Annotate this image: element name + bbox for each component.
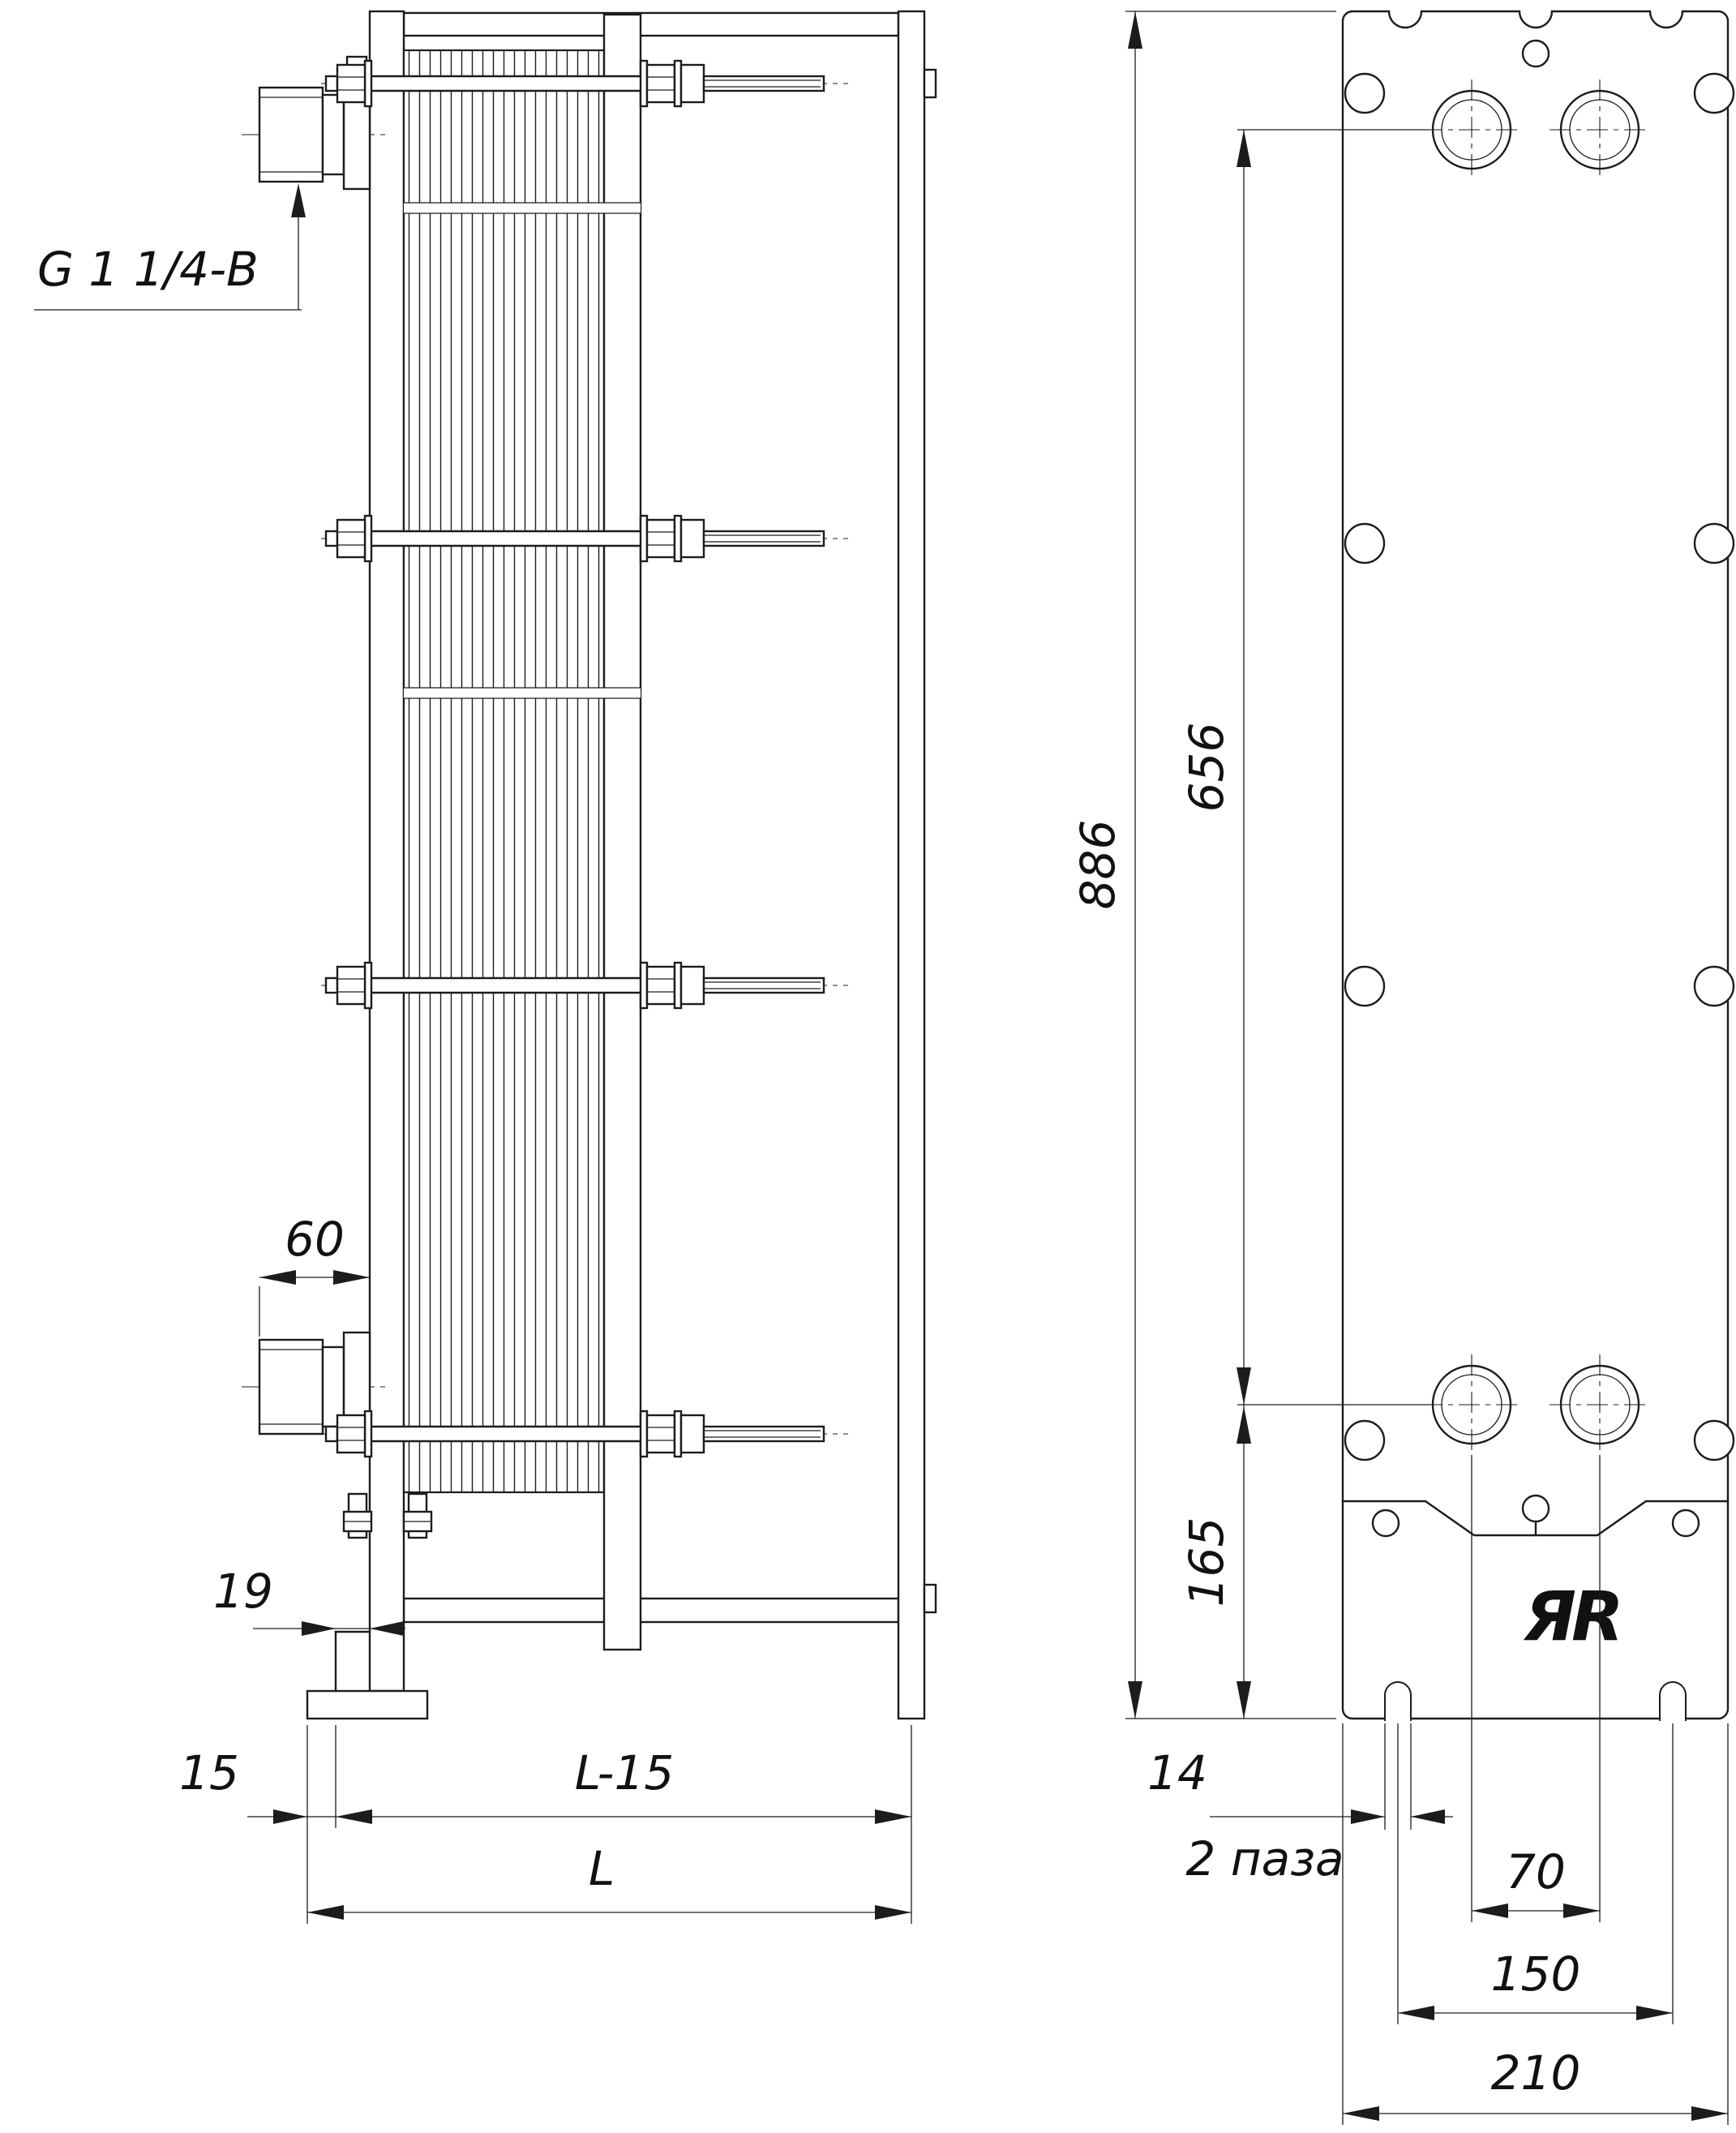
pressure-plate (602, 13, 642, 1651)
dimension-bottom-chain (247, 1725, 912, 1924)
brand-logo: ЯR (1523, 1577, 1618, 1656)
dim-210-label: 210 (1491, 2045, 1581, 2101)
dimension-60 (259, 1270, 370, 1337)
port-bottom-right (1550, 1354, 1650, 1455)
plate-outline (1341, 10, 1730, 1720)
frame-bolt-holes (1344, 72, 1735, 1461)
dim-l-label: L (589, 1841, 615, 1896)
port-top-right (1550, 79, 1650, 180)
plate-pack (402, 49, 606, 1494)
side-view: G 1 1/4-B 60 19 15 L-15 L (34, 10, 937, 1924)
thread-callout: G 1 1/4-B (37, 242, 259, 297)
top-carrying-bar (402, 11, 900, 37)
bottom-guide-bar (402, 1597, 900, 1624)
dimension-19 (253, 1621, 405, 1636)
foot-bracket (334, 1492, 433, 1693)
dim-70-label: 70 (1506, 1844, 1566, 1899)
top-notches (1387, 0, 1684, 68)
column-bolt-bottom (923, 1583, 937, 1614)
rear-support-column (897, 10, 926, 1720)
dim-656-label: 656 (1179, 723, 1234, 813)
dimension-150 (1397, 1723, 1674, 2024)
lower-left-hole (1371, 1509, 1400, 1538)
top-center-hole (1521, 39, 1550, 68)
dim-15-label: 15 (179, 1745, 239, 1800)
dimension-886 (1125, 11, 1336, 1719)
fixed-frame-plate (368, 10, 405, 1693)
slots-note: 2 паза (1185, 1831, 1344, 1886)
dim-886-label: 886 (1070, 820, 1125, 910)
dimension-70 (1471, 1455, 1601, 1922)
lower-panel-contour (1341, 1494, 1730, 1538)
lower-right-hole (1671, 1509, 1700, 1538)
dim-l-minus-15-label: L-15 (575, 1745, 675, 1800)
mounting-slots (1384, 1681, 1687, 1721)
dim-19-label: 19 (213, 1564, 273, 1619)
thread-callout-leader (34, 183, 306, 311)
port-top-left (1421, 79, 1522, 180)
dimension-210 (1342, 1723, 1729, 2125)
front-view: ЯR 886 656 165 14 2 паза (1070, 0, 1735, 2125)
column-bolt-top (923, 68, 937, 99)
dim-60-label: 60 (285, 1212, 345, 1267)
port-bottom-left (1421, 1354, 1522, 1455)
pack-band-lower (404, 687, 641, 699)
dimension-14 (1210, 1723, 1453, 1830)
dim-150-label: 150 (1491, 1946, 1581, 2002)
lower-center-hole (1521, 1494, 1550, 1523)
pack-band-upper (404, 202, 641, 214)
dimension-656 (1237, 129, 1430, 1406)
dim-14-label: 14 (1147, 1745, 1207, 1800)
support-foot (306, 1689, 429, 1720)
dim-165-label: 165 (1179, 1517, 1234, 1607)
dimension-165 (1237, 1405, 1251, 1719)
